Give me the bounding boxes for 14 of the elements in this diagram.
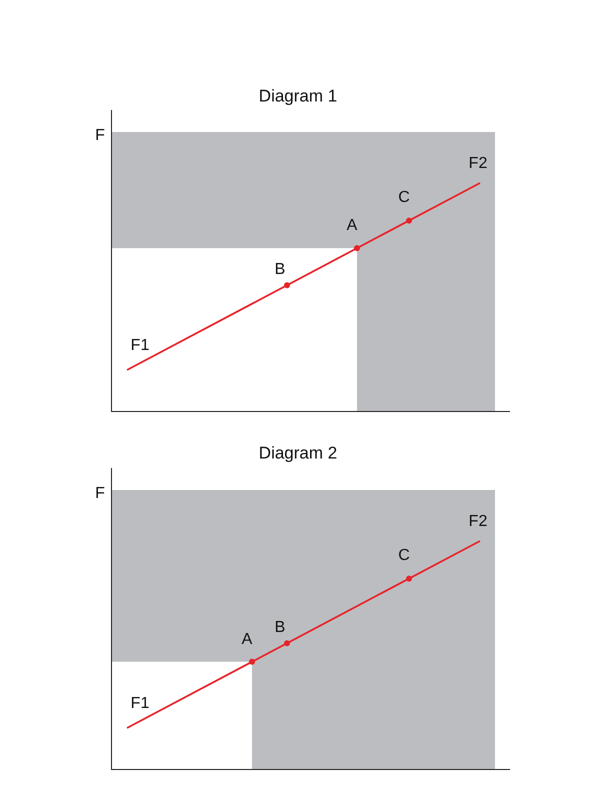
line-end-label: F1 [130,696,150,712]
line-end-label: F2 [468,514,488,530]
line-end-label: F1 [130,338,150,354]
point-label: A [346,218,358,234]
axis-label: F [95,128,105,144]
point-label: C [398,548,410,564]
point-label: A [242,632,252,648]
point-label: B [274,620,286,636]
panel-title: Diagram 1 [258,88,338,104]
panel-title: Diagram 2 [258,444,338,462]
line-end-label: F2 [468,156,488,172]
point-label: B [274,262,286,278]
point-label: C [398,190,410,206]
axis-label: F [95,486,105,502]
